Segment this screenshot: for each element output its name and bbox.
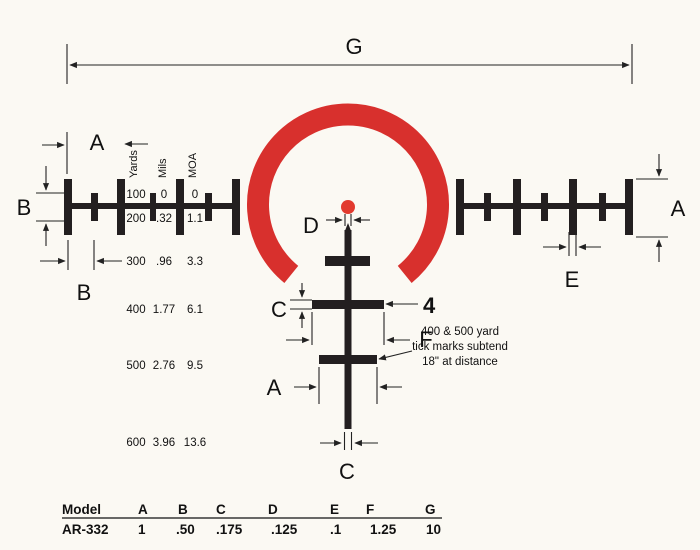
spec-value-5: .1 [330, 522, 342, 537]
spec-header-4: D [268, 502, 278, 517]
range-mils-3: 1.77 [153, 304, 175, 316]
spec-value-row: AR-332 1 .50 .175 .125 .1 1.25 10 [62, 522, 441, 537]
range-yards-1: 200 [126, 213, 145, 225]
dimension-g: G [66, 34, 633, 84]
range-header-yards: Yards [128, 150, 140, 178]
left-stadia [64, 179, 240, 235]
spec-value-4: .125 [271, 522, 298, 537]
center-dot [341, 200, 355, 214]
range-moa-2: 3.3 [187, 256, 203, 268]
spec-value-0: AR-332 [62, 522, 109, 537]
spec-value-1: 1 [138, 522, 146, 537]
spec-header-1: A [138, 502, 148, 517]
label-c-left: C [271, 297, 287, 322]
callout-4: 4 400 & 500 yard tick marks subtend 18" … [378, 293, 508, 368]
range-yards-3: 400 [126, 304, 145, 316]
range-moa-1: 1.1 [187, 213, 203, 225]
dimension-e: E [543, 232, 601, 292]
spec-value-6: 1.25 [370, 522, 397, 537]
dimension-c-left: C [271, 283, 312, 328]
spec-header-5: E [330, 502, 339, 517]
dimension-a-right: A [636, 154, 686, 262]
range-moa-0: 0 [192, 189, 198, 201]
range-moa-3: 6.1 [187, 304, 203, 316]
range-mils-1: .32 [156, 213, 172, 225]
callout-number: 4 [423, 293, 436, 318]
dimension-a-post: A [267, 367, 402, 404]
spec-header-3: C [216, 502, 226, 517]
bdc-post [312, 223, 384, 429]
range-moa-5: 13.6 [184, 437, 206, 449]
range-moa-4: 9.5 [187, 360, 203, 372]
range-yards-0: 100 [126, 189, 145, 201]
dimension-a-left: A [42, 130, 105, 174]
spec-header-row: Model A B C D E F G [62, 502, 436, 517]
range-yards-5: 600 [126, 437, 145, 449]
spec-value-3: .175 [216, 522, 243, 537]
range-yards-4: 500 [126, 360, 145, 372]
callout-line-1: 400 & 500 yard [421, 326, 499, 338]
range-mils-5: 3.96 [153, 437, 175, 449]
dimension-d: D [303, 213, 370, 238]
label-f: F [419, 327, 432, 352]
dimension-b-left-side: B [17, 166, 68, 246]
callout-line-2: tick marks subtend [412, 341, 508, 353]
range-header-mils: Mils [157, 158, 169, 178]
range-yards-2: 300 [126, 256, 145, 268]
label-b-left-side: B [17, 195, 32, 220]
range-mils-4: 2.76 [153, 360, 175, 372]
range-mils-0: 0 [161, 189, 167, 201]
spec-header-0: Model [62, 502, 101, 517]
right-stadia [456, 179, 633, 235]
label-g: G [345, 34, 362, 59]
spec-header-2: B [178, 502, 188, 517]
range-header-moa: MOA [187, 152, 199, 178]
range-table: Yards Mils MOA [128, 150, 199, 178]
range-table-rows: 100 0 0 200 .32 1.1 300 .96 3.3 400 1.77 6.1 500 2.76… [126, 189, 206, 449]
spec-table: Model A B C D E F G AR-332 1 .50 .175 .125 .1 1.25 10 [62, 502, 442, 537]
spec-value-2: .50 [176, 522, 195, 537]
illuminated-ring [247, 103, 449, 283]
label-d: D [303, 213, 319, 238]
label-a-right: A [671, 196, 686, 221]
label-a-left: A [90, 130, 105, 155]
spec-value-7: 10 [426, 522, 441, 537]
label-e: E [565, 267, 580, 292]
dimension-f: F [286, 312, 433, 352]
dimension-b-left-bottom: B [40, 240, 122, 305]
dimension-c-bottom: C [320, 432, 378, 484]
label-a-post: A [267, 375, 282, 400]
spec-header-7: G [425, 502, 436, 517]
label-c-bottom: C [339, 459, 355, 484]
spec-header-6: F [366, 502, 374, 517]
callout-line-3: 18" at distance [422, 356, 498, 368]
range-mils-2: .96 [156, 256, 172, 268]
label-b-left-bottom: B [77, 280, 92, 305]
